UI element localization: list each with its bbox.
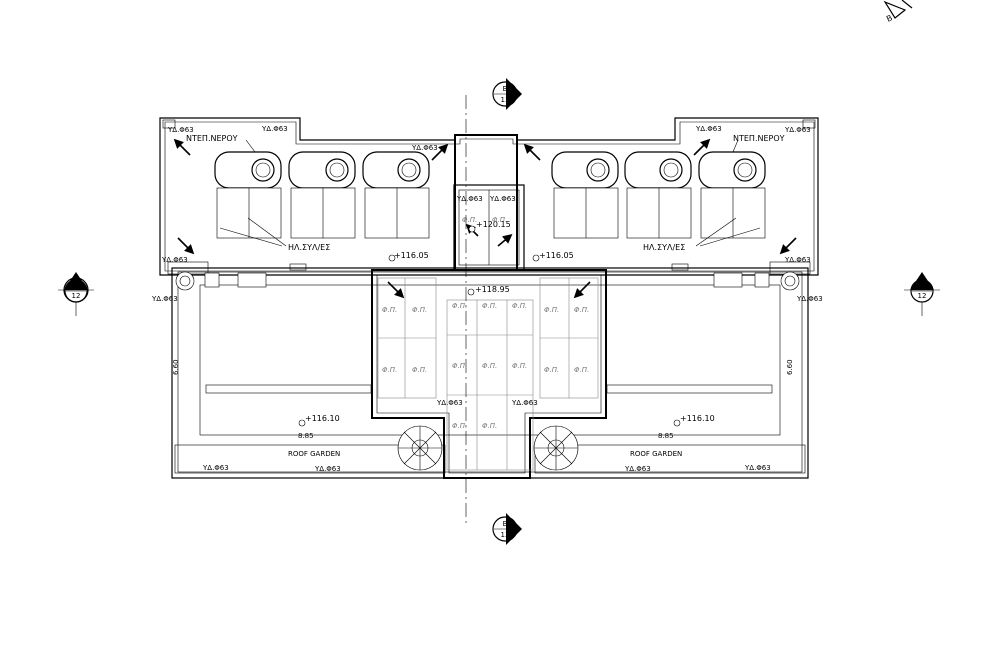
level-upper-left: +116.05: [394, 251, 429, 260]
fp-label: Φ.Π.: [512, 302, 527, 310]
level-markers: [298, 225, 681, 427]
fp-label: Φ.Π.: [482, 302, 497, 310]
yd-label-10: ΥΔ.Φ63: [151, 295, 178, 303]
fp-label: Φ.Π.: [512, 362, 527, 370]
yd-label-1: ΥΔ.Φ63: [167, 126, 194, 134]
drain-left: [175, 271, 195, 291]
yd-label-14: ΥΔ.Φ63: [202, 464, 229, 472]
section-b-top-sheet: 13: [501, 96, 510, 104]
yd-label-17: ΥΔ.Φ63: [744, 464, 771, 472]
section-marker-b-top: [492, 78, 522, 110]
fp-label: Φ.Π.: [482, 422, 497, 430]
yd-label-15: ΥΔ.Φ63: [314, 465, 341, 473]
spiral-stair-left: [397, 425, 443, 471]
fp-label: Φ.Π.: [462, 216, 477, 224]
fp-label: Φ.Π.: [544, 306, 559, 314]
level-upper-right: +116.05: [539, 251, 574, 260]
section-marker-a-right: [904, 272, 940, 316]
section-b-bottom-letter: B: [503, 520, 508, 528]
section-a-left-letter: A: [74, 282, 79, 290]
fp-label: Φ.Π.: [412, 366, 427, 374]
section-a-left-sheet: 12: [72, 292, 81, 300]
fp-label: Φ.Π.: [574, 366, 589, 374]
fp-label: Φ.Π.: [492, 216, 507, 224]
roof-garden-right: ROOF GARDEN: [630, 450, 682, 458]
fp-label: Φ.Π.: [452, 302, 467, 310]
yd-label-12: ΥΔ.Φ63: [436, 399, 463, 407]
water-tanks-label-left: ΝΤΕΠ.ΝΕΡΟΥ: [186, 134, 238, 143]
spiral-stair-right: [533, 425, 579, 471]
fp-label: Φ.Π.: [482, 362, 497, 370]
yd-label-4: ΥΔ.Φ63: [695, 125, 722, 133]
level-top-core: +120.15: [476, 220, 511, 229]
north-arrow-fragment: [883, 0, 913, 19]
dim-lower-right: 8.85: [658, 432, 674, 440]
yd-label-2: ΥΔ.Φ63: [261, 125, 288, 133]
yd-label-9: ΥΔ.Φ63: [489, 195, 516, 203]
yd-label-13: ΥΔ.Φ63: [511, 399, 538, 407]
solar-label-left: ΗΛ.ΣΥΛ/ΕΣ: [288, 243, 330, 252]
fp-label: Φ.Π.: [382, 306, 397, 314]
yd-label-5: ΥΔ.Φ63: [784, 126, 811, 134]
level-lower-left: +116.10: [305, 414, 340, 423]
section-b-top-letter: B: [503, 85, 508, 93]
fp-label: Φ.Π.: [452, 362, 467, 370]
solar-panels-right: [553, 187, 766, 239]
yd-label-3: ΥΔ.Φ63: [411, 144, 438, 152]
fp-label: Φ.Π.: [574, 306, 589, 314]
dim-side-left: 6.60: [172, 359, 180, 375]
north-letter: B: [885, 13, 894, 23]
dim-lower-left: 8.85: [298, 432, 314, 440]
equipment-left: [204, 272, 267, 288]
drain-right: [780, 271, 800, 291]
solar-panels-left: [216, 187, 430, 239]
section-b-bottom-sheet: 13: [501, 531, 510, 539]
skylight-block: [371, 269, 607, 479]
fp-label: Φ.Π.: [544, 366, 559, 374]
fp-label: Φ.Π.: [452, 422, 467, 430]
dim-side-right: 6.60: [786, 359, 794, 375]
solar-label-right: ΗΛ.ΣΥΛ/ΕΣ: [643, 243, 685, 252]
fp-label: Φ.Π.: [382, 366, 397, 374]
yd-label-7: ΥΔ.Φ63: [784, 256, 811, 264]
section-marker-b-bottom: [492, 513, 522, 545]
level-lower-right: +116.10: [680, 414, 715, 423]
leader-lines: [219, 139, 761, 247]
section-a-right-sheet: 12: [918, 292, 927, 300]
equipment-right: [713, 272, 770, 288]
yd-label-6: ΥΔ.Φ63: [161, 256, 188, 264]
fp-labels: Φ.Π. Φ.Π. Φ.Π. Φ.Π. Φ.Π. Φ.Π. Φ.Π. Φ.Π. …: [382, 216, 589, 430]
roof-garden-left: ROOF GARDEN: [288, 450, 340, 458]
section-a-right-letter: A: [920, 282, 925, 290]
water-tanks-left: [214, 151, 430, 189]
yd-label-8: ΥΔ.Φ63: [456, 195, 483, 203]
fp-label: Φ.Π.: [412, 306, 427, 314]
yd-label-16: ΥΔ.Φ63: [624, 465, 651, 473]
yd-label-11: ΥΔ.Φ63: [796, 295, 823, 303]
water-tanks-right: [551, 151, 766, 189]
section-marker-a-left: [58, 272, 94, 316]
level-middle: +118.95: [475, 285, 510, 294]
water-tanks-label-right: ΝΤΕΠ.ΝΕΡΟΥ: [733, 134, 785, 143]
tiled-terrace: [171, 267, 809, 479]
